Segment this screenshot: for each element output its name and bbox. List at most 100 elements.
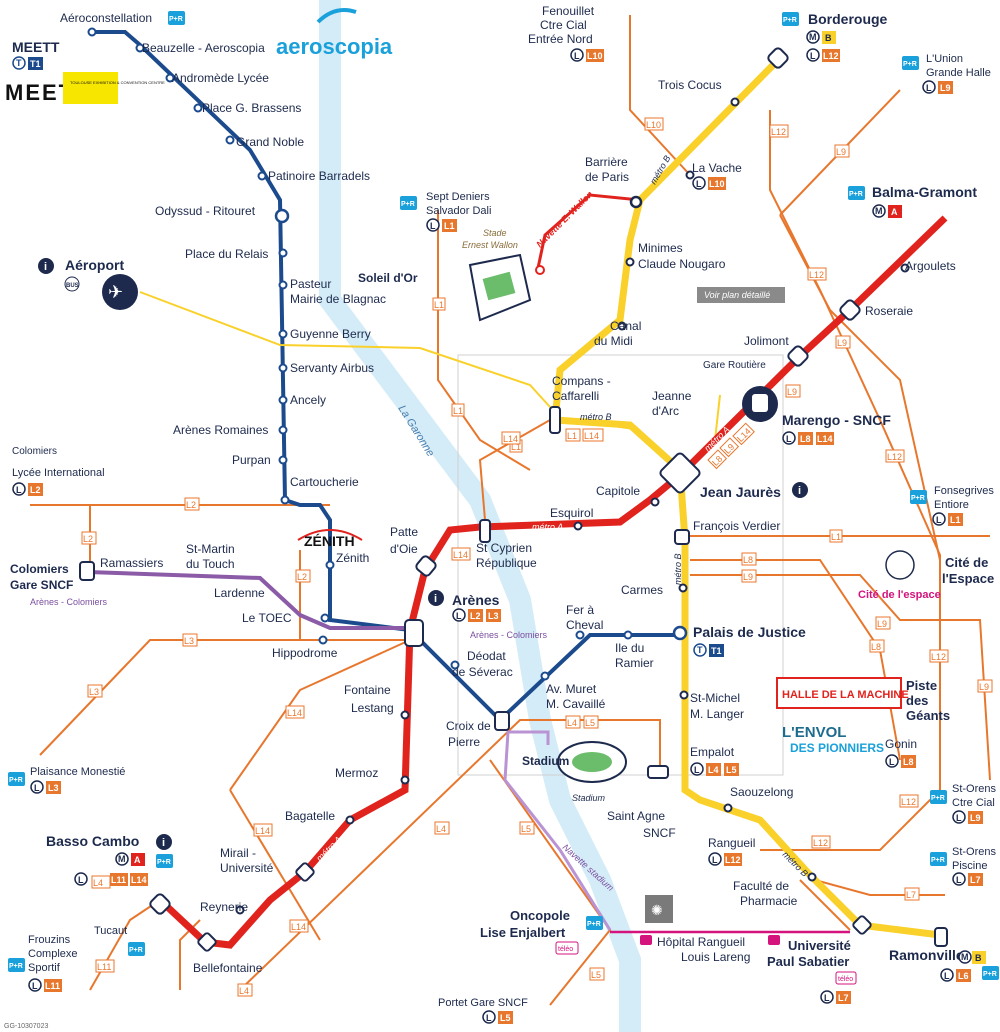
station-cite-2[interactable]: l'Espace — [942, 571, 994, 586]
station-bagatelle[interactable]: Bagatelle — [285, 809, 335, 823]
station-balma[interactable]: Balma-Gramont — [872, 184, 977, 200]
marengo-train-icon[interactable] — [742, 386, 778, 422]
station-esquirol[interactable]: Esquirol — [550, 506, 593, 520]
station-union-1[interactable]: L'Union — [926, 53, 963, 65]
halle-machine-logo[interactable]: HALLE DE LA MACHINE — [776, 677, 909, 709]
station-relais[interactable]: Place du Relais — [185, 247, 268, 261]
station-barriere-2[interactable]: de Paris — [585, 170, 629, 184]
station-hippodrome[interactable]: Hippodrome — [272, 646, 338, 660]
station-st-orens-p-2[interactable]: Piscine — [952, 860, 987, 872]
station-argoulets[interactable]: Argoulets — [905, 259, 956, 273]
station-av-muret-2[interactable]: M. Cavaillé — [546, 697, 606, 711]
teleo-icon[interactable]: ✺ — [645, 895, 673, 923]
station-mirail-2[interactable]: Université — [220, 861, 274, 875]
station-bellefontaine[interactable]: Bellefontaine — [193, 961, 263, 975]
meett-logo[interactable]: MEET TOULOUSE EXHIBITION & CONVENTION CE… — [5, 72, 165, 105]
station-ancely[interactable]: Ancely — [290, 393, 326, 407]
station-frouzins-2[interactable]: Complexe — [28, 948, 78, 960]
meett-title[interactable]: MEETT — [12, 39, 60, 55]
station-purpan[interactable]: Purpan — [232, 453, 271, 467]
station-ups-1[interactable]: Université — [788, 938, 851, 953]
station-saint-agne-1[interactable]: Saint Agne — [607, 809, 665, 823]
station-fonsegrives-2[interactable]: Entiore — [934, 499, 969, 511]
station-piste-2[interactable]: des — [906, 693, 928, 708]
station-guyenne[interactable]: Guyenne Berry — [290, 327, 371, 341]
station-piste-1[interactable]: Piste — [906, 678, 937, 693]
station-croix-2[interactable]: Pierre — [448, 735, 480, 749]
station-stadium[interactable]: Stadium — [522, 754, 569, 768]
station-aeroport[interactable]: Aéroport — [65, 257, 124, 273]
station-fenouillet-1[interactable]: Fenouillet — [542, 4, 595, 18]
station-st-orens-p-1[interactable]: St-Orens — [952, 846, 997, 858]
station-fer-cheval-1[interactable]: Fer à — [566, 603, 594, 617]
station-jean-jaures[interactable]: Jean Jaurès — [700, 484, 781, 500]
station-hopital-1[interactable]: Hôpital Rangueil — [657, 935, 745, 949]
station-rangueil[interactable]: Rangueil — [708, 836, 755, 850]
station-minimes-2[interactable]: Claude Nougaro — [638, 257, 726, 271]
station-ups-2[interactable]: Paul Sabatier — [767, 954, 849, 969]
station-beauzelle[interactable]: Beauzelle - Aeroscopia — [142, 41, 265, 55]
station-faculte-1[interactable]: Faculté de — [733, 879, 789, 893]
station-cite-1[interactable]: Cité de — [945, 555, 988, 570]
station-barradels[interactable]: Patinoire Barradels — [268, 169, 370, 183]
station-mermoz[interactable]: Mermoz — [335, 766, 378, 780]
station-jeanne-2[interactable]: d'Arc — [652, 404, 679, 418]
station-aeroconstellation[interactable]: Aéroconstellation — [60, 11, 152, 25]
station-grand-noble[interactable]: Grand Noble — [236, 135, 304, 149]
station-pasteur-2[interactable]: Mairie de Blagnac — [290, 292, 386, 306]
station-borderouge[interactable]: Borderouge — [808, 11, 888, 27]
station-patte-2[interactable]: d'Oie — [390, 542, 418, 556]
station-st-michel-1[interactable]: St-Michel — [690, 691, 740, 705]
station-st-martin-2[interactable]: du Touch — [186, 557, 235, 571]
station-canal-2[interactable]: du Midi — [594, 334, 633, 348]
station-toec[interactable]: Le TOEC — [242, 611, 292, 625]
airport-plane-icon[interactable]: ✈ — [102, 274, 138, 310]
station-st-cyprien-1[interactable]: St Cyprien — [476, 541, 532, 555]
station-marengo[interactable]: Marengo - SNCF — [782, 412, 891, 428]
envol-logo[interactable]: L'ENVOL DES PIONNIERS — [782, 724, 884, 755]
station-faculte-2[interactable]: Pharmacie — [740, 894, 798, 908]
station-la-vache[interactable]: La Vache — [692, 161, 742, 175]
station-palais[interactable]: Palais de Justice — [693, 624, 806, 640]
station-st-orens-cc-1[interactable]: St-Orens — [952, 783, 997, 795]
station-odyssud[interactable]: Odyssud - Ritouret — [155, 204, 256, 218]
station-trois-cocus[interactable]: Trois Cocus — [658, 78, 722, 92]
station-arenes-romaines[interactable]: Arènes Romaines — [173, 423, 268, 437]
station-gare-routiere[interactable]: Gare Routière — [703, 360, 766, 371]
station-ramonville[interactable]: Ramonville — [889, 947, 964, 963]
detail-plan-button[interactable]: Voir plan détaillé — [697, 287, 785, 303]
station-av-muret-1[interactable]: Av. Muret — [546, 682, 597, 696]
station-reynerie[interactable]: Reynerie — [200, 900, 248, 914]
station-francois-verdier[interactable]: François Verdier — [693, 519, 780, 533]
station-compans-2[interactable]: Caffarelli — [552, 389, 599, 403]
station-saint-agne-2[interactable]: SNCF — [643, 826, 676, 840]
station-lardenne[interactable]: Lardenne — [214, 586, 265, 600]
station-frouzins-3[interactable]: Sportif — [28, 962, 61, 974]
station-roseraie[interactable]: Roseraie — [865, 304, 913, 318]
station-deodat-2[interactable]: de Séverac — [452, 665, 513, 679]
station-hopital-2[interactable]: Louis Lareng — [681, 950, 750, 964]
station-ile-ramier-1[interactable]: Ile du — [615, 641, 644, 655]
station-jolimont[interactable]: Jolimont — [744, 334, 789, 348]
station-barriere-1[interactable]: Barrière — [585, 155, 628, 169]
station-servanty[interactable]: Servanty Airbus — [290, 361, 374, 375]
station-plaisance[interactable]: Plaisance Monestié — [30, 766, 125, 778]
station-frouzins-1[interactable]: Frouzins — [28, 934, 71, 946]
station-colomiers-gare-2[interactable]: Gare SNCF — [10, 578, 73, 592]
station-brassens[interactable]: Place G. Brassens — [202, 101, 301, 115]
station-ramassiers[interactable]: Ramassiers — [100, 556, 163, 570]
station-colomiers-lycee-2[interactable]: Lycée International — [12, 467, 105, 479]
station-basso-cambo[interactable]: Basso Cambo — [46, 833, 139, 849]
station-ile-ramier-2[interactable]: Ramier — [615, 656, 654, 670]
station-jeanne-1[interactable]: Jeanne — [652, 389, 692, 403]
station-zenith[interactable]: Zénith — [336, 551, 369, 565]
station-sept-deniers-2[interactable]: Salvador Dali — [426, 205, 491, 217]
station-gonin[interactable]: Gonin — [885, 737, 917, 751]
station-tucaut[interactable]: Tucaut — [94, 925, 127, 937]
station-fonsegrives-1[interactable]: Fonsegrives — [934, 485, 994, 497]
station-deodat-1[interactable]: Déodat — [467, 649, 506, 663]
aeroscopia-logo[interactable]: aeroscopia — [276, 8, 393, 59]
station-soleil-dor[interactable]: Soleil d'Or — [358, 271, 418, 285]
station-union-2[interactable]: Grande Halle — [926, 67, 991, 79]
station-empalot[interactable]: Empalot — [690, 745, 735, 759]
